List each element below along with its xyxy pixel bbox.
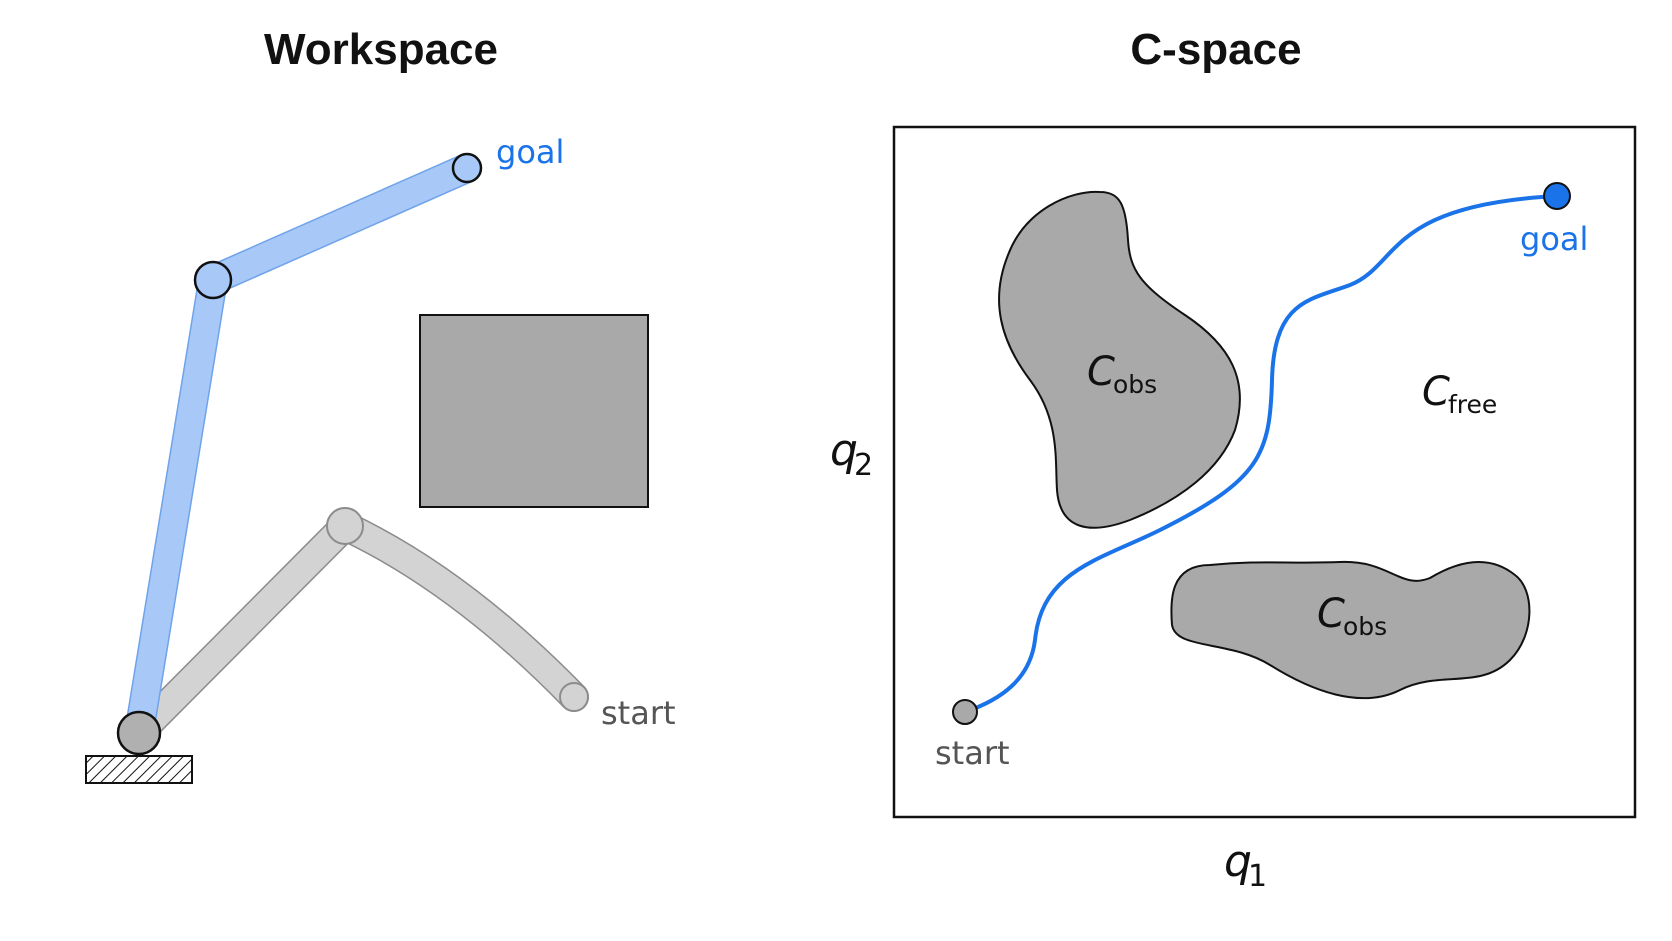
cfree-symbol: C — [1422, 369, 1450, 415]
workspace-title: Workspace — [264, 25, 498, 74]
goal-arm — [124, 152, 483, 748]
axis-y-symbol: q — [830, 425, 858, 476]
cfree-subscript: free — [1448, 390, 1497, 419]
cspace-obstacle-upper — [998, 190, 1241, 529]
workspace-goal-label: goal — [496, 133, 564, 171]
axis-x-label: q 1 — [1224, 836, 1267, 894]
cspace-title: C-space — [1130, 25, 1301, 74]
robot-base — [85, 755, 193, 784]
cspace-goal-point — [1543, 182, 1571, 210]
cobs-symbol-lower: C — [1317, 591, 1345, 637]
start-elbow-joint — [326, 507, 364, 545]
axis-x-subscript: 1 — [1248, 859, 1267, 894]
cobs-symbol-upper: C — [1087, 349, 1115, 395]
workspace-start-label: start — [601, 694, 676, 732]
cobs-subscript-lower: obs — [1343, 612, 1387, 641]
start-arm — [124, 507, 589, 748]
cspace-goal-label: goal — [1520, 220, 1588, 258]
axis-y-label: q 2 — [830, 425, 873, 483]
cspace-free-label: C free — [1422, 369, 1497, 419]
goal-elbow-joint — [193, 260, 233, 300]
start-end-effector — [559, 682, 589, 712]
workspace-obstacle — [419, 314, 649, 508]
axis-y-subscript: 2 — [854, 448, 873, 483]
cspace-obstacle-lower-label: C obs — [1317, 591, 1387, 641]
cspace-obstacle-upper-label: C obs — [1087, 349, 1157, 399]
cspace-path — [963, 194, 1559, 714]
base-joint — [116, 710, 162, 756]
axis-x-symbol: q — [1224, 836, 1252, 887]
cobs-subscript-upper: obs — [1113, 370, 1157, 399]
cspace-obstacle-lower — [1170, 560, 1531, 700]
cspace-start-point — [952, 699, 978, 725]
goal-end-effector — [451, 152, 483, 184]
cspace-start-label: start — [935, 734, 1010, 772]
